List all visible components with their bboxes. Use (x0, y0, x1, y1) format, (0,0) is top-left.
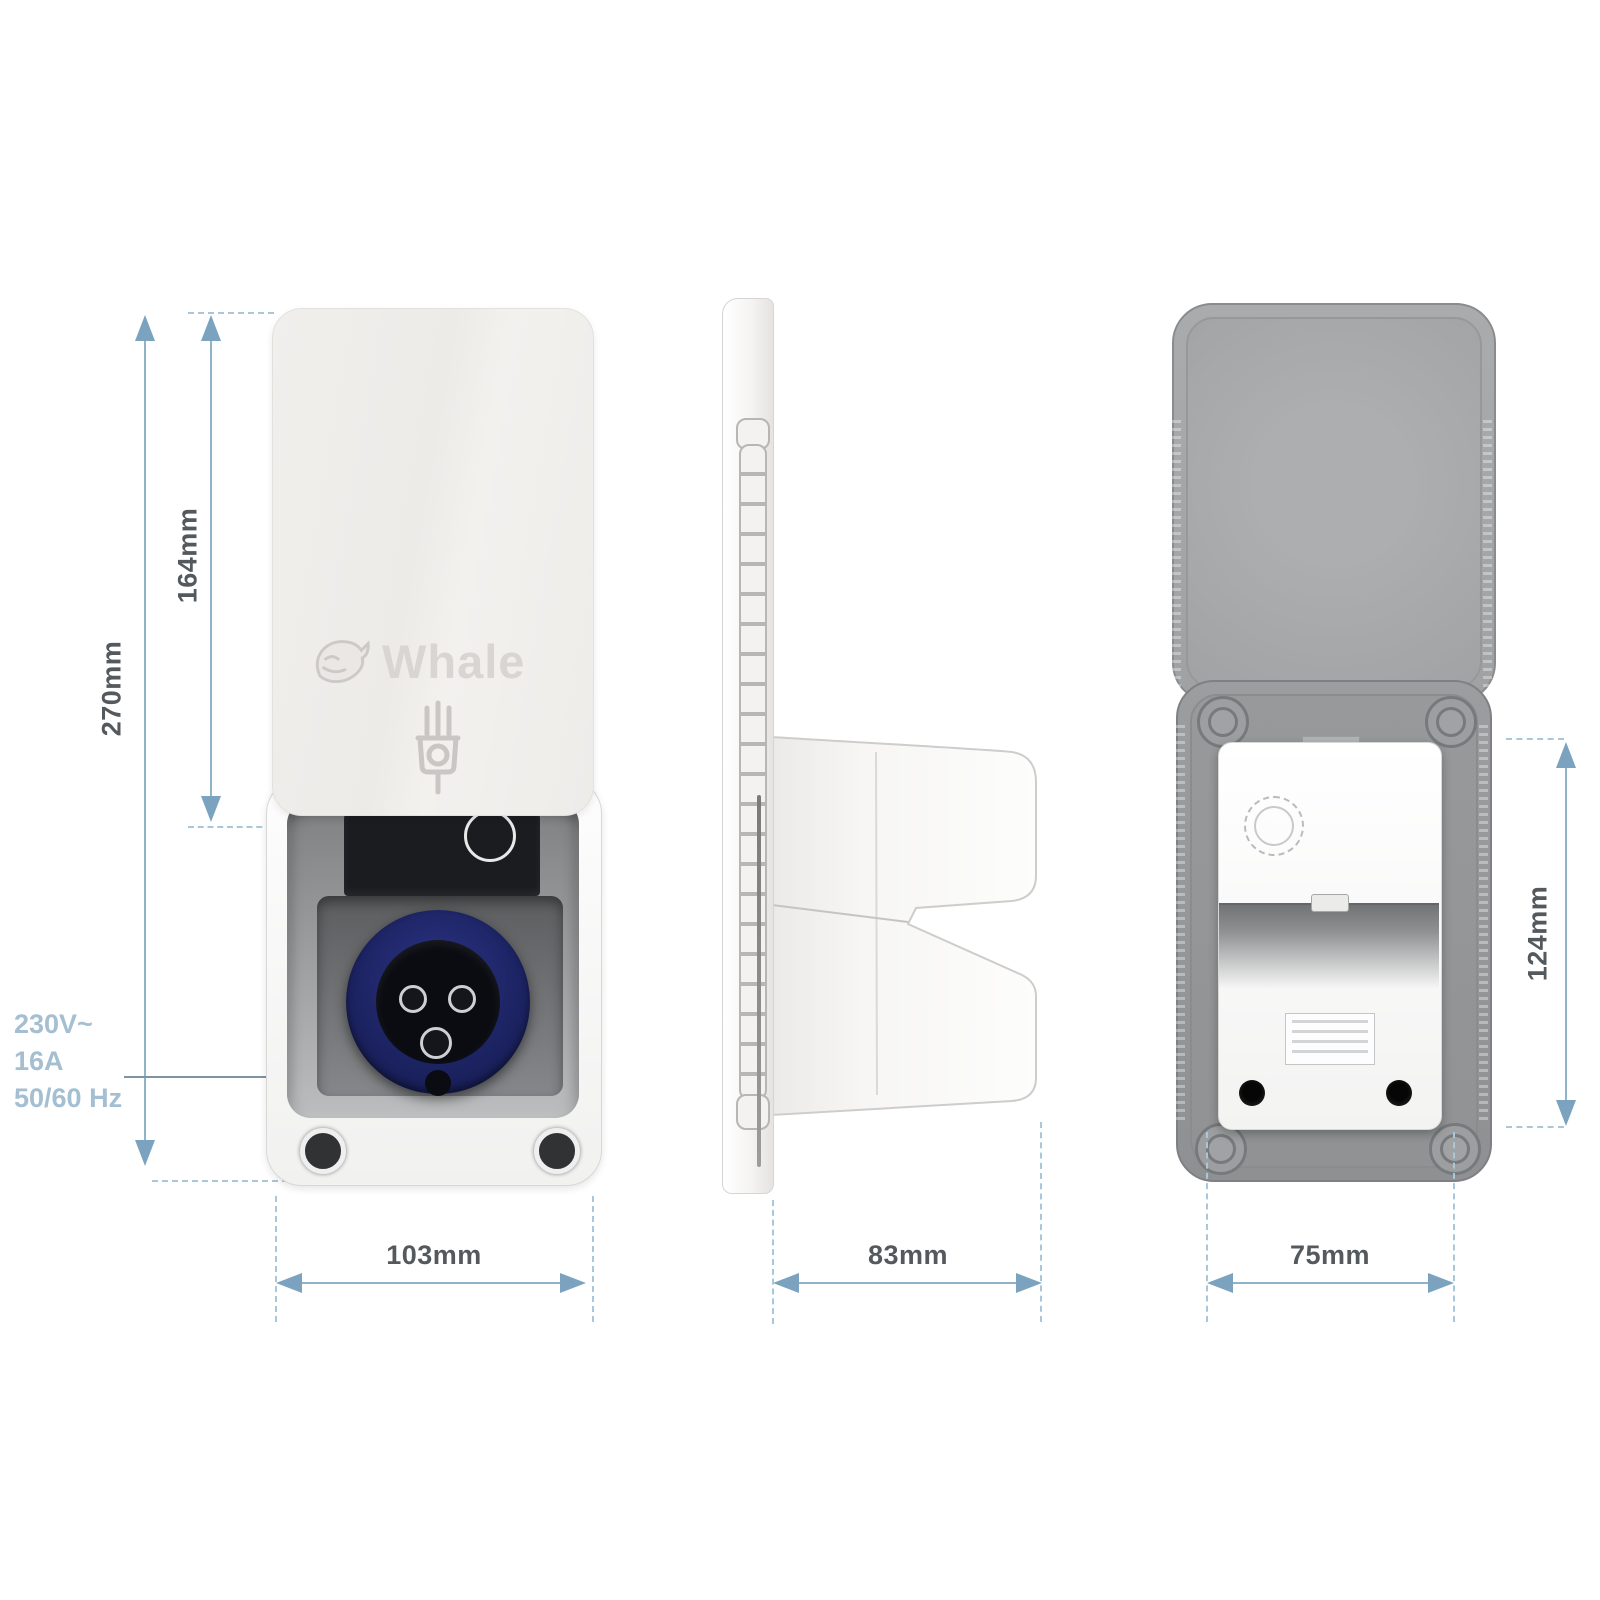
rating-label-sticker (1285, 1013, 1375, 1065)
socket-pin-earth (420, 1027, 452, 1059)
cable-entry-hole-left (1239, 1080, 1265, 1106)
back-unit-latch-notch (1311, 894, 1349, 912)
extension-line-103-left (275, 1196, 277, 1322)
dimension-line-103mm (298, 1282, 562, 1284)
extension-line-124-top (1506, 738, 1564, 740)
whale-icon (315, 640, 370, 684)
extension-line-124-bottom (1506, 1126, 1564, 1128)
brand-logo-text: Whale (382, 635, 526, 688)
side-slot-edge (757, 795, 761, 1167)
front-cover-flap (272, 308, 594, 816)
hinge-cap-bottom (736, 1094, 770, 1130)
dimension-label-103mm: 103mm (386, 1240, 482, 1270)
side-profile-body (771, 735, 1037, 1117)
socket-pin-right (448, 985, 476, 1013)
extension-line-75-left (1206, 1132, 1208, 1322)
arrowhead-right-icon (1428, 1273, 1454, 1293)
front-screw-right (534, 1128, 580, 1174)
arrowhead-up-icon (201, 315, 221, 341)
dimension-label-83mm: 83mm (867, 1240, 949, 1270)
callout-line-current: 16A (14, 1046, 64, 1076)
corner-boss-top-right (1425, 696, 1477, 748)
extension-line-83-left (772, 1200, 774, 1324)
socket-keyway (425, 1070, 451, 1096)
arrowhead-right-icon (1016, 1273, 1042, 1293)
hinge-segment-strip (739, 444, 767, 1100)
dimension-line-270mm (144, 322, 146, 1148)
back-lid-inner-panel (1186, 317, 1482, 689)
arrowhead-down-icon (1556, 1100, 1576, 1126)
corner-boss-core (1208, 707, 1238, 737)
extension-line-cover-bottom (188, 826, 272, 828)
arrowhead-left-icon (1207, 1273, 1233, 1293)
front-screw-left (300, 1128, 346, 1174)
callout-leader-line (124, 1076, 354, 1078)
extension-line-75-right (1453, 1132, 1455, 1322)
corner-boss-core (1206, 1134, 1236, 1164)
extension-line-103-right (592, 1196, 594, 1322)
dimension-line-164mm (210, 322, 212, 800)
arrowhead-down-icon (201, 796, 221, 822)
arrowhead-left-icon (276, 1273, 302, 1293)
body-rib-texture-right (1479, 720, 1488, 1120)
extension-line-83-right (1040, 1122, 1042, 1322)
dimension-line-124mm (1565, 754, 1567, 1114)
arrowhead-up-icon (1556, 742, 1576, 768)
lid-rib-texture-left (1172, 415, 1181, 690)
extension-line-top (188, 312, 274, 314)
callout-line-frequency: 50/60 Hz (14, 1083, 123, 1113)
extension-line-body-bottom (152, 1180, 318, 1182)
dimension-label-124mm: 124mm (1522, 885, 1553, 982)
socket-pin-left (399, 985, 427, 1013)
cable-knockout-dashed (1244, 796, 1304, 856)
dimension-label-75mm: 75mm (1289, 1240, 1371, 1270)
callout-line-voltage: 230V~ (14, 1009, 93, 1039)
dimension-line-75mm (1228, 1282, 1432, 1284)
lid-rib-texture-right (1483, 415, 1492, 690)
arrowhead-right-icon (560, 1273, 586, 1293)
electrical-callout: 230V~ 16A 50/60 Hz (14, 1006, 122, 1117)
arrowhead-left-icon (773, 1273, 799, 1293)
plug-icon (415, 700, 461, 795)
back-unit-step-band (1219, 903, 1439, 989)
cable-entry-hole-right (1386, 1080, 1412, 1106)
corner-boss-core (1436, 707, 1466, 737)
cable-knockout-inner (1254, 806, 1294, 846)
body-rib-texture-left (1176, 720, 1185, 1120)
arrowhead-up-icon (135, 315, 155, 341)
rating-label-textlines (1292, 1020, 1368, 1058)
corner-boss-core (1440, 1134, 1470, 1164)
arrowhead-down-icon (135, 1140, 155, 1166)
dimension-line-83mm (795, 1282, 1019, 1284)
